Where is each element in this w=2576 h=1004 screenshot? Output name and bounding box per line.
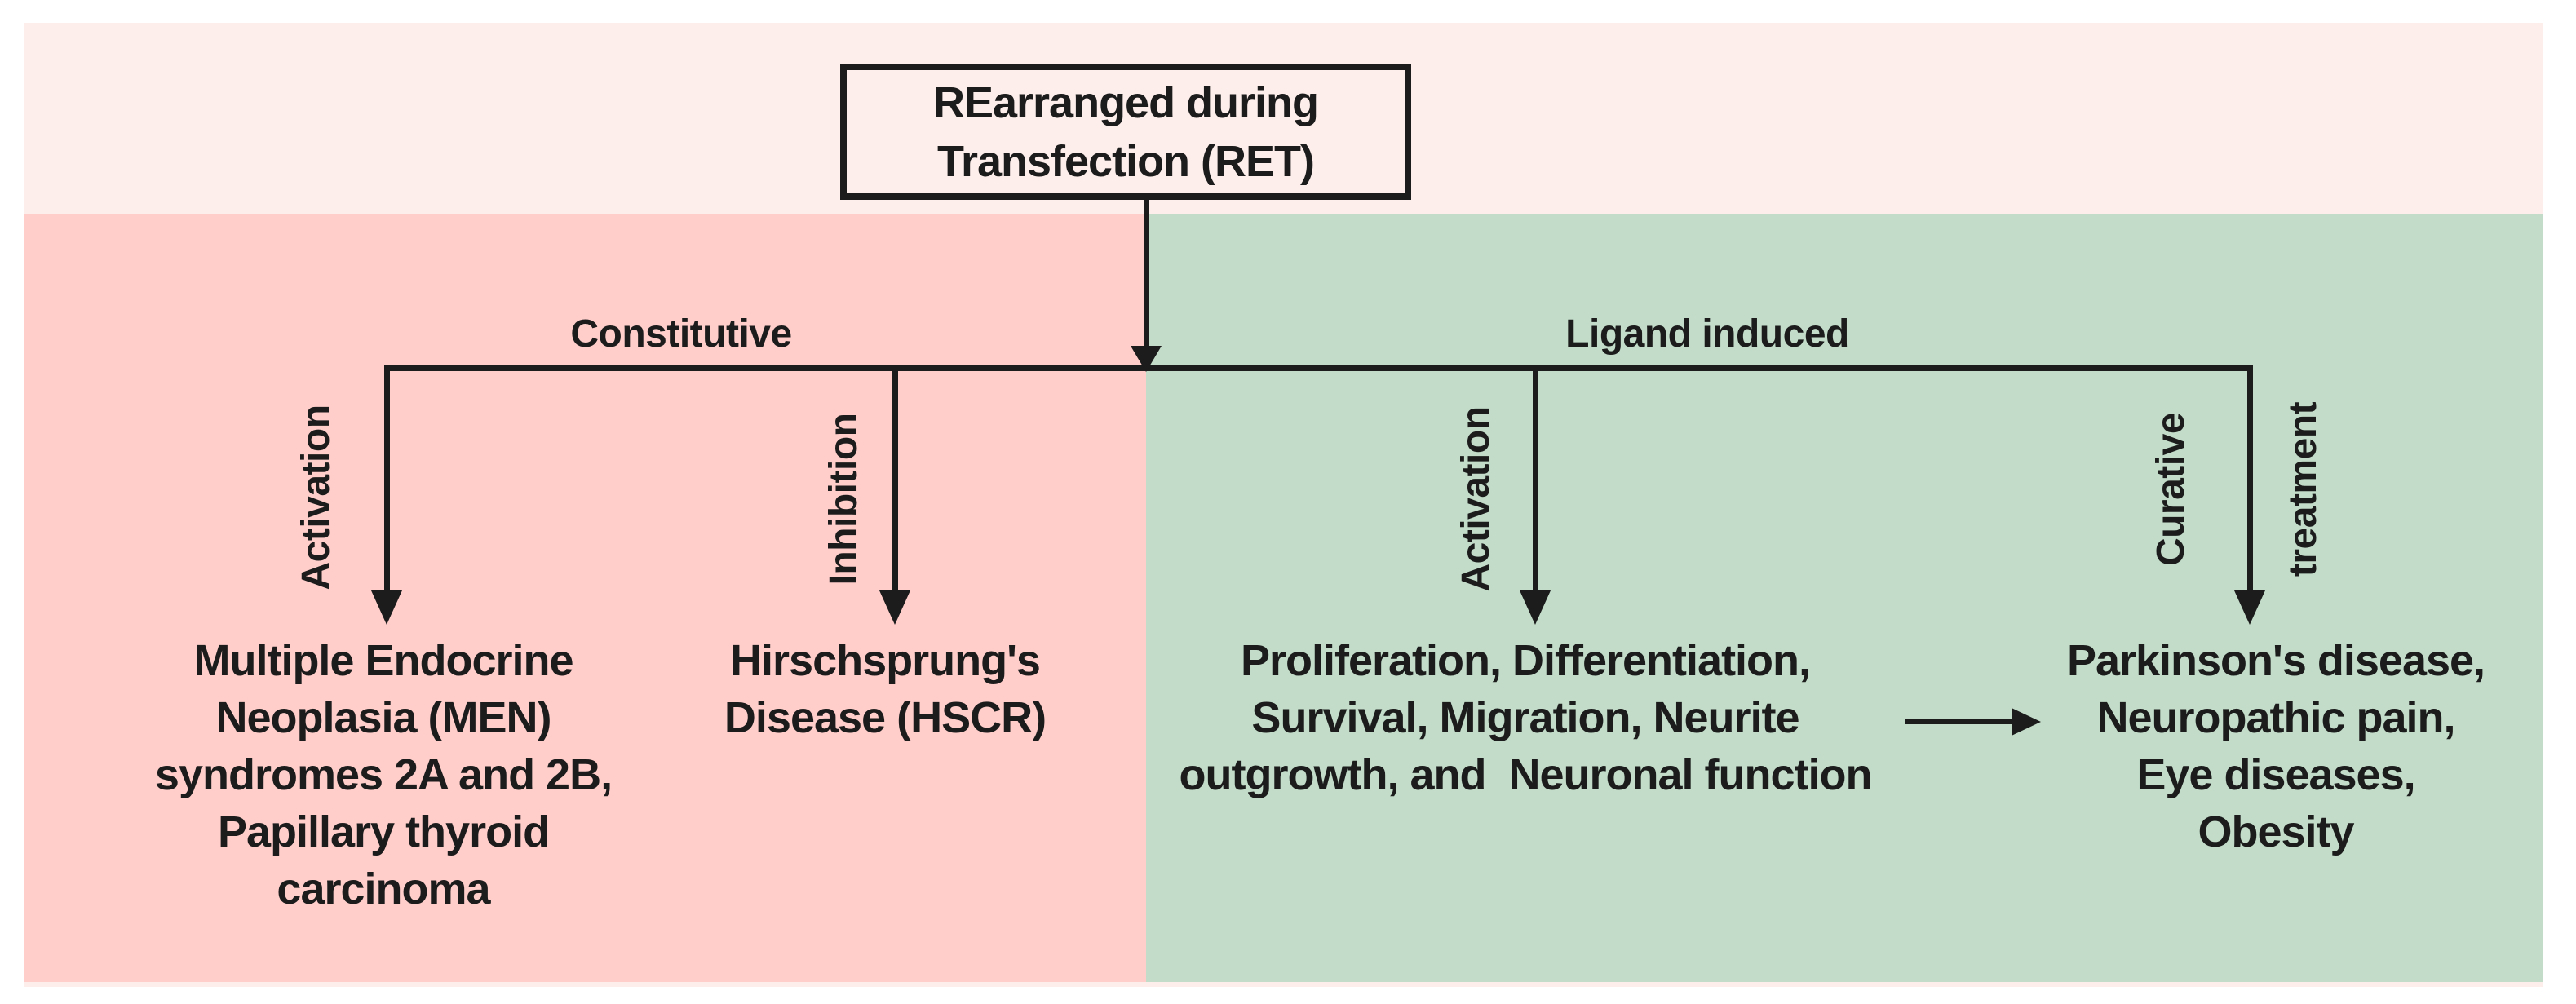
activation-left-arrowhead-down-icon xyxy=(371,590,402,625)
men-outcome-line: syndromes 2A and 2B, xyxy=(154,750,613,799)
men-outcome-line: Neoplasia (MEN) xyxy=(215,693,551,742)
functions-to-diseases-arrowhead-right-icon xyxy=(2012,708,2041,736)
branch-horizontal-line xyxy=(384,365,2253,371)
activation-right-arrowhead-down-icon xyxy=(1520,590,1551,625)
activation-right-arrow-stem xyxy=(1533,365,1538,592)
constitutive-branch-label: Constitutive xyxy=(570,312,792,356)
men-outcome-line: carcinoma xyxy=(277,865,490,913)
ligand-branch-label: Ligand induced xyxy=(1565,312,1849,356)
diseases-outcome-block: Parkinson's disease, Neuropathic pain, E… xyxy=(2023,632,2529,860)
ret-root-title-line1: REarranged during xyxy=(932,77,1319,127)
diseases-outcome-line: Neuropathic pain, xyxy=(2096,693,2455,742)
curative-treatment-arrow-stem xyxy=(2247,365,2253,592)
inhibition-arrow-stem xyxy=(892,365,898,592)
ret-root-title-line2: Transfection (RET) xyxy=(936,136,1315,186)
cell-functions-outcome-line: Survival, Migration, Neurite xyxy=(1251,693,1799,742)
constitutive-region-background xyxy=(24,214,1146,982)
curative-treatment-arrowhead-down-icon xyxy=(2234,590,2265,625)
hscr-outcome-line: Disease (HSCR) xyxy=(724,693,1047,742)
root-arrow-stem xyxy=(1144,198,1149,347)
inhibition-arrowhead-down-icon xyxy=(879,590,910,625)
cell-functions-outcome-line: outgrowth, and Neuronal function xyxy=(1179,750,1873,799)
ret-root-node: REarranged during Transfection (RET) xyxy=(840,64,1411,200)
hscr-outcome-line: Hirschsprung's xyxy=(730,636,1041,685)
ligand-region-background xyxy=(1146,214,2543,982)
activation-left-arrow-stem xyxy=(384,365,390,592)
men-outcome-block: Multiple Endocrine Neoplasia (MEN) syndr… xyxy=(57,632,710,918)
men-outcome-line: Multiple Endocrine xyxy=(193,636,573,685)
cell-functions-outcome-block: Proliferation, Differentiation, Survival… xyxy=(1134,632,1917,803)
diseases-outcome-line: Obesity xyxy=(2198,807,2354,856)
diseases-outcome-line: Parkinson's disease, xyxy=(2066,636,2485,685)
hscr-outcome-block: Hirschsprung's Disease (HSCR) xyxy=(640,632,1130,746)
cell-functions-outcome-line: Proliferation, Differentiation, xyxy=(1240,636,1811,685)
diseases-outcome-line: Eye diseases, xyxy=(2136,750,2415,799)
men-outcome-line: Papillary thyroid xyxy=(217,807,550,856)
functions-to-diseases-arrow-stem xyxy=(1905,719,2012,724)
